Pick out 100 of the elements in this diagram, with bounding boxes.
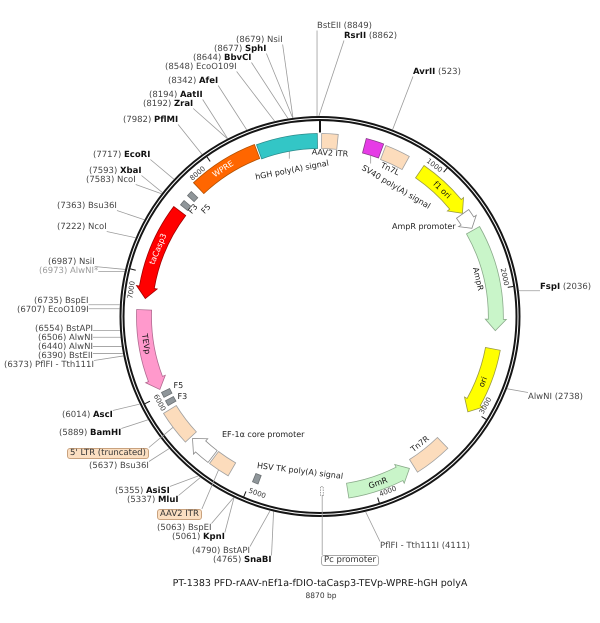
feature-label: ori [477, 375, 490, 388]
restriction-site-label: (5061) KpnI [172, 532, 225, 542]
directional-feature [136, 308, 166, 390]
restriction-site-label: FspI (2036) [540, 282, 592, 292]
restriction-site-label: (7593) XbaI [89, 166, 142, 176]
restriction-site-label: (7363) Bsu36I [57, 202, 117, 210]
callout-label: AAV2 ITR [157, 509, 202, 520]
restriction-site-label: (6707) EcoO109I [17, 306, 89, 315]
feature-label: HSV TK poly(A) signal [256, 461, 344, 482]
leader-line [150, 159, 174, 180]
restriction-site-label: (5637) Bsu36I [89, 462, 149, 470]
restriction-site-label: (8194) AatII [149, 90, 203, 100]
leader-line [120, 419, 149, 429]
leader-line [316, 30, 318, 116]
feature-bar [362, 138, 384, 159]
feature-label: AmpR promoter [392, 222, 456, 231]
leader-line [92, 330, 120, 331]
leader-line [224, 497, 234, 533]
leader-line [88, 308, 120, 310]
feature-label: F5 [173, 380, 184, 390]
restriction-site-label: (6554) BstAPI [35, 324, 94, 334]
restriction-site-label: (7583) NcoI [86, 176, 136, 184]
restriction-site-label: (4765) SnaBI [213, 556, 272, 564]
diagram-title: PT-1383 PFD-rAAV-nEf1a-fDIO-taCasp3-TEVp-WPRE-hGH polyA [172, 578, 468, 589]
restriction-site-label: (5063) BspEI [157, 524, 212, 532]
leader-line [135, 184, 162, 194]
restriction-site-label: (8548) EcoO109I [165, 62, 237, 72]
restriction-site-label: (4790) BstAPI [192, 546, 250, 556]
leader-line [322, 495, 323, 556]
feature-label: Tn7L [379, 160, 401, 177]
restriction-site-label: (5337) MluI [127, 496, 179, 504]
directional-feature [346, 464, 410, 498]
feature-label: hGH poly(A) signal [254, 158, 330, 182]
leader-line [178, 477, 201, 496]
restriction-site-label: (5889) BamHI [59, 428, 122, 438]
leader-line [88, 304, 120, 306]
leader-line [201, 469, 220, 510]
restriction-site-label: (7222) NcoI [57, 222, 107, 232]
leader-line [236, 71, 276, 122]
leader-line [148, 448, 170, 462]
leader-line [169, 476, 199, 487]
leader-line [178, 124, 202, 155]
feature-label: AAV2 ITR [311, 148, 348, 159]
restriction-site-label: (8342) AfeI [168, 76, 218, 86]
leader-line [218, 85, 248, 130]
restriction-site-label: BstEII (8849) [317, 22, 372, 30]
leader-line [211, 497, 234, 524]
feature-label: F3 [177, 392, 188, 401]
restriction-site-label: (5355) AsiSI [115, 486, 170, 496]
leader-line [116, 210, 145, 220]
feature-bar [409, 436, 449, 472]
callout-label: Pc promoter [321, 555, 379, 566]
restriction-site-label: (6390) BstEII [38, 352, 93, 360]
leader-line [92, 336, 121, 338]
restriction-site-label: (6506) AlwNI [38, 334, 93, 342]
restriction-site-label: (6373) PflFI - Tth111I [4, 360, 94, 370]
leader-line [141, 175, 163, 193]
restriction-site-label: (7717) EcoRI [93, 150, 150, 160]
restriction-site-label: RsrII (8862) [344, 32, 398, 40]
feature-label: f1 ori [432, 179, 453, 200]
leader-line [92, 353, 124, 354]
leader-line [94, 266, 126, 270]
leader-line [266, 53, 294, 118]
leader-line [106, 231, 136, 238]
leader-line [202, 99, 228, 139]
feature-bar [320, 486, 324, 496]
leader-line [148, 426, 174, 448]
restriction-site-label: (6973) AlwNI* [39, 266, 98, 276]
restriction-site-label: (7982) PflMI [123, 116, 178, 124]
leader-line [518, 290, 540, 292]
feature-label: AmpR [470, 266, 485, 292]
restriction-site-label: (6987) NsiI [48, 258, 95, 266]
restriction-site-label: (6440) AlwNI [38, 342, 93, 352]
restriction-site-label: (8192) ZraI [143, 100, 194, 108]
leader-line [365, 511, 380, 542]
directional-feature [136, 206, 186, 299]
restriction-site-label: (8644) BbvCI [193, 54, 252, 62]
leader-line [98, 270, 126, 272]
callout-label: 5' LTR (truncated) [67, 448, 149, 458]
directional-feature [466, 226, 507, 331]
leader-line [192, 108, 228, 140]
leader-line [94, 356, 124, 361]
restriction-site-label: AlwNI (2738) [528, 392, 583, 402]
restriction-site-label: (8679) NsiI [236, 36, 283, 44]
leader-line [112, 404, 140, 411]
restriction-site-label: AvrII (523) [413, 68, 461, 76]
restriction-site-label: (8677) SphI [214, 44, 266, 54]
directional-feature [464, 347, 501, 412]
feature-label: TEVp [140, 334, 152, 356]
leader-line [251, 62, 288, 119]
feature-label: F5 [199, 202, 213, 216]
restriction-site-label: (6014) AscI [62, 410, 113, 420]
feature-label: F3 [186, 202, 200, 216]
leader-line [392, 76, 414, 130]
leader-line [92, 346, 122, 347]
leader-line [318, 40, 344, 116]
restriction-site-label: PflFI - Tth111I (4111) [380, 542, 470, 550]
leader-line [271, 511, 274, 556]
restriction-site-label: (6735) BspEI [34, 297, 88, 306]
leader-line [282, 44, 294, 118]
